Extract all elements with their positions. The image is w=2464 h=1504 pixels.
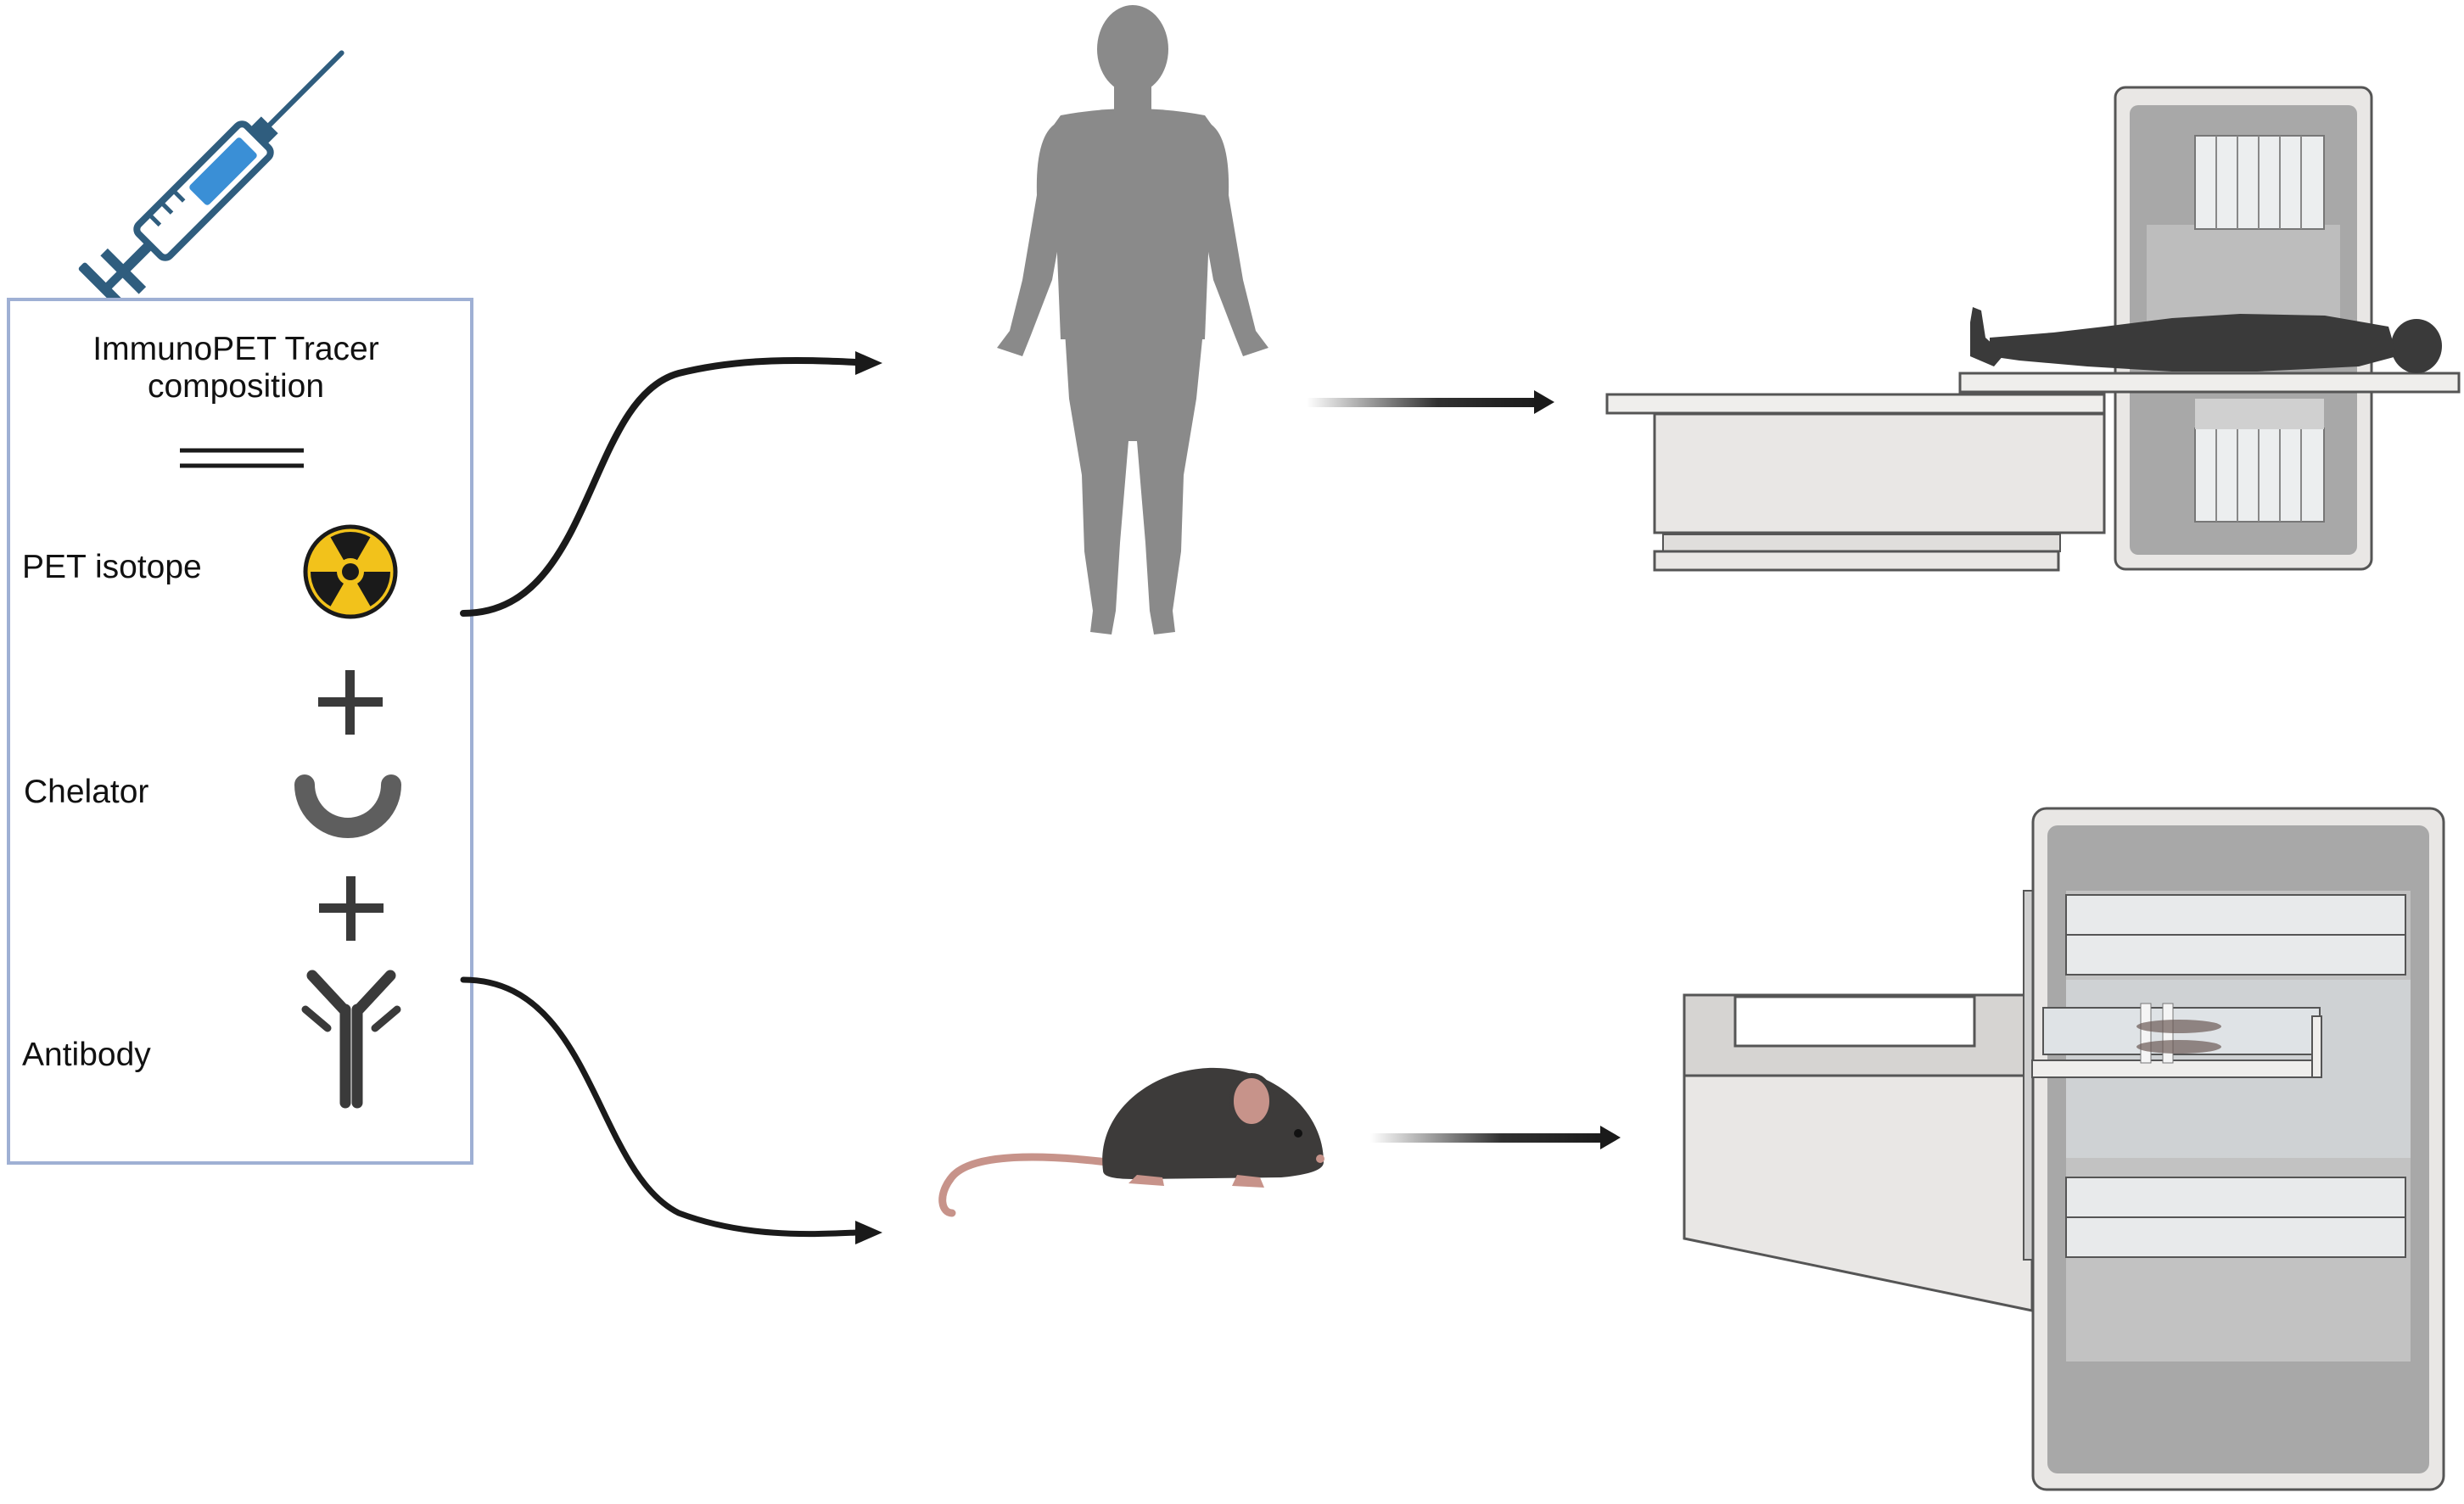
arrow-to-small-animal-scanner [1370, 1126, 1621, 1149]
equals-sign [180, 448, 304, 468]
small-animal-pet-scanner [1683, 807, 2445, 1491]
antibody-icon [301, 970, 401, 1109]
pet-isotope-label: PET isotope [22, 549, 202, 585]
composition-box [7, 298, 473, 1165]
mouse-icon [938, 1067, 1324, 1217]
plus-sign-1 [318, 670, 383, 735]
plus-sign-2 [319, 876, 384, 941]
radiation-icon [303, 524, 398, 619]
syringe-icon [78, 50, 344, 316]
arrow-to-clinical-scanner [1307, 390, 1554, 414]
patient-figure [1970, 307, 2442, 373]
human-body-icon [997, 5, 1268, 635]
chelator-label: Chelator [24, 774, 149, 810]
antibody-label: Antibody [22, 1037, 151, 1073]
arrow-to-human [460, 351, 882, 617]
chelator-icon [294, 774, 401, 838]
clinical-pet-scanner [1605, 86, 2461, 572]
composition-title: ImmunoPET Tracer composition [92, 331, 379, 405]
arrow-to-mouse [460, 976, 882, 1244]
